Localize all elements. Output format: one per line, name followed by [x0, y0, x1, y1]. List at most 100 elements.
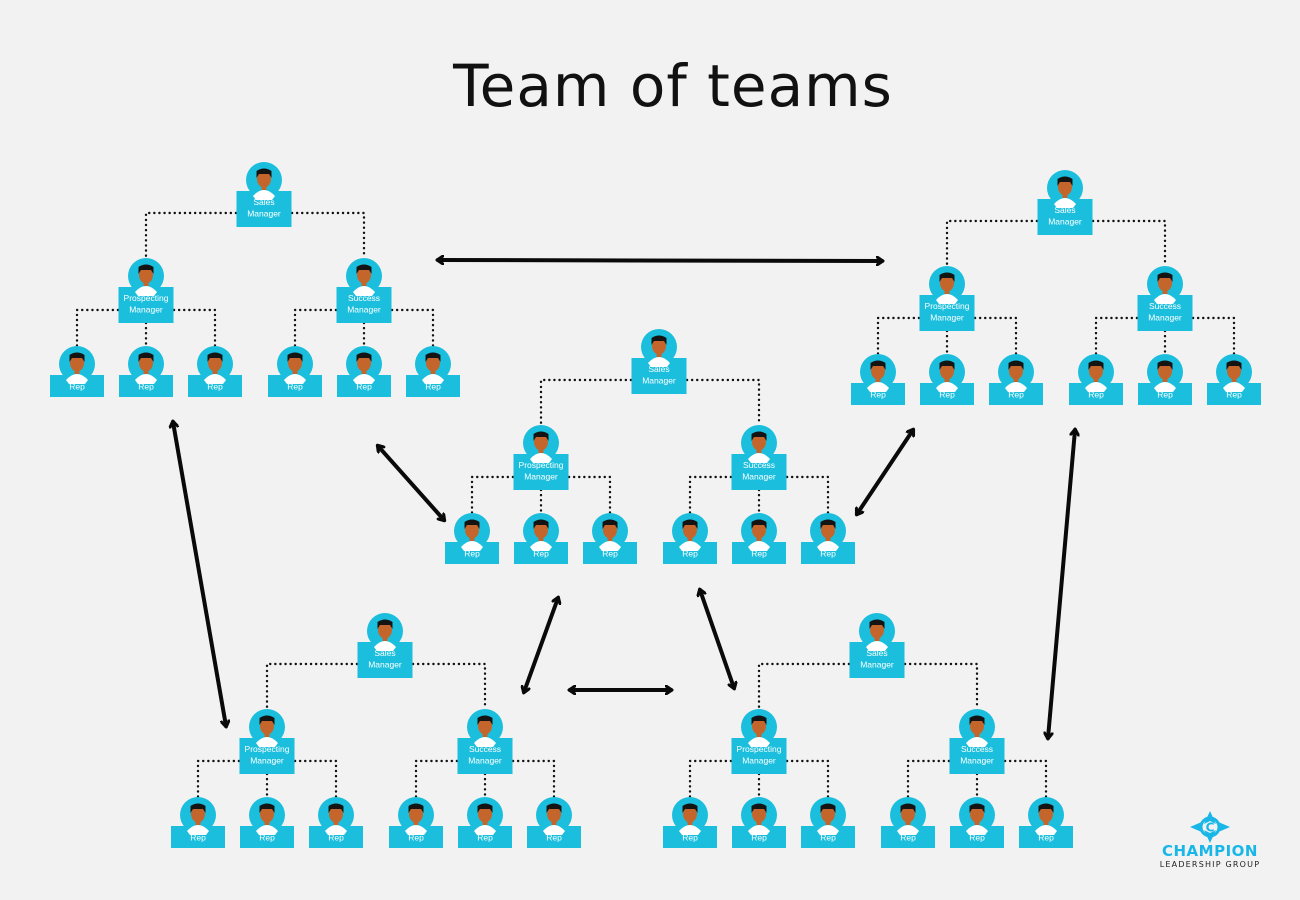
- node-label: Rep: [820, 833, 836, 843]
- node-label: Manager: [250, 756, 284, 766]
- person-avatar-icon: [741, 425, 777, 463]
- node-label: Rep: [1038, 833, 1054, 843]
- rep-node-center-s1: Rep: [663, 513, 717, 564]
- node-label: Rep: [1088, 390, 1104, 400]
- rep-node-top-left-p2: Rep: [119, 346, 173, 397]
- person-avatar-icon: [859, 613, 895, 651]
- node-label: Success: [743, 460, 775, 470]
- node-label: Rep: [1157, 390, 1173, 400]
- rep-node-center-p2: Rep: [514, 513, 568, 564]
- rep-node-center-p1: Rep: [445, 513, 499, 564]
- node-label: Rep: [602, 549, 618, 559]
- node-label: Success: [961, 744, 993, 754]
- rep-node-top-right-s1: Rep: [1069, 354, 1123, 405]
- node-label: Prospecting: [124, 293, 169, 303]
- person-avatar-icon: [1216, 354, 1252, 392]
- node-label: Rep: [939, 390, 955, 400]
- person-avatar-icon: [998, 354, 1034, 392]
- link-arrow-top-left-bottom-left: [173, 422, 226, 726]
- person-avatar-icon: [277, 346, 313, 384]
- node-label: Rep: [425, 382, 441, 392]
- node-label: Rep: [1008, 390, 1024, 400]
- link-arrow-center-bottom-left: [524, 598, 558, 692]
- person-avatar-icon: [860, 354, 896, 392]
- person-avatar-icon: [467, 709, 503, 747]
- person-avatar-icon: [1078, 354, 1114, 392]
- node-label: Rep: [900, 833, 916, 843]
- rep-node-center-p3: Rep: [583, 513, 637, 564]
- person-avatar-icon: [929, 266, 965, 304]
- link-arrow-center-bottom-right: [700, 590, 734, 688]
- node-label: Rep: [682, 833, 698, 843]
- rep-node-center-s2: Rep: [732, 513, 786, 564]
- rep-node-bottom-left-s2: Rep: [458, 797, 512, 848]
- rep-node-top-right-s3: Rep: [1207, 354, 1261, 405]
- rep-node-bottom-right-p2: Rep: [732, 797, 786, 848]
- node-label: Success: [469, 744, 501, 754]
- node-label: Manager: [960, 756, 994, 766]
- person-avatar-icon: [959, 709, 995, 747]
- person-avatar-icon: [523, 425, 559, 463]
- node-label: Success: [1149, 301, 1181, 311]
- svg-text:C: C: [1206, 821, 1215, 835]
- person-avatar-icon: [59, 346, 95, 384]
- logo-subtitle: LEADERSHIP GROUP: [1159, 860, 1261, 869]
- node-label: Sales: [1054, 205, 1075, 215]
- node-label: Manager: [524, 472, 558, 482]
- person-avatar-icon: [592, 513, 628, 551]
- node-label: Sales: [253, 197, 274, 207]
- rep-node-bottom-right-s2: Rep: [950, 797, 1004, 848]
- rep-node-bottom-left-p2: Rep: [240, 797, 294, 848]
- node-label: Manager: [930, 313, 964, 323]
- rep-node-bottom-right-s3: Rep: [1019, 797, 1073, 848]
- node-label: Rep: [477, 833, 493, 843]
- node-label: Rep: [820, 549, 836, 559]
- node-label: Prospecting: [925, 301, 970, 311]
- rep-node-bottom-right-s1: Rep: [881, 797, 935, 848]
- link-arrow-top-left-center: [378, 446, 444, 520]
- node-label: Rep: [464, 549, 480, 559]
- rep-node-top-right-s2: Rep: [1138, 354, 1192, 405]
- person-avatar-icon: [672, 797, 708, 835]
- person-avatar-icon: [128, 346, 164, 384]
- node-label: Rep: [870, 390, 886, 400]
- node-label: Rep: [751, 549, 767, 559]
- node-label: Rep: [682, 549, 698, 559]
- person-avatar-icon: [741, 797, 777, 835]
- link-arrow-center-top-right: [857, 430, 913, 514]
- person-avatar-icon: [741, 709, 777, 747]
- node-label: Manager: [860, 660, 894, 670]
- node-label: Rep: [533, 549, 549, 559]
- person-avatar-icon: [641, 329, 677, 367]
- node-label: Manager: [129, 305, 163, 315]
- person-avatar-icon: [246, 162, 282, 200]
- link-arrow-top-right-bottom-right: [1048, 430, 1075, 738]
- person-avatar-icon: [959, 797, 995, 835]
- node-label: Manager: [742, 756, 776, 766]
- node-label: Rep: [969, 833, 985, 843]
- node-label: Manager: [1048, 217, 1082, 227]
- node-label: Manager: [742, 472, 776, 482]
- node-label: Rep: [287, 382, 303, 392]
- node-label: Success: [348, 293, 380, 303]
- node-label: Rep: [356, 382, 372, 392]
- rep-node-bottom-left-s3: Rep: [527, 797, 581, 848]
- person-avatar-icon: [467, 797, 503, 835]
- node-label: Rep: [190, 833, 206, 843]
- rep-node-bottom-right-p1: Rep: [663, 797, 717, 848]
- person-avatar-icon: [398, 797, 434, 835]
- person-avatar-icon: [180, 797, 216, 835]
- node-label: Rep: [328, 833, 344, 843]
- person-avatar-icon: [1028, 797, 1064, 835]
